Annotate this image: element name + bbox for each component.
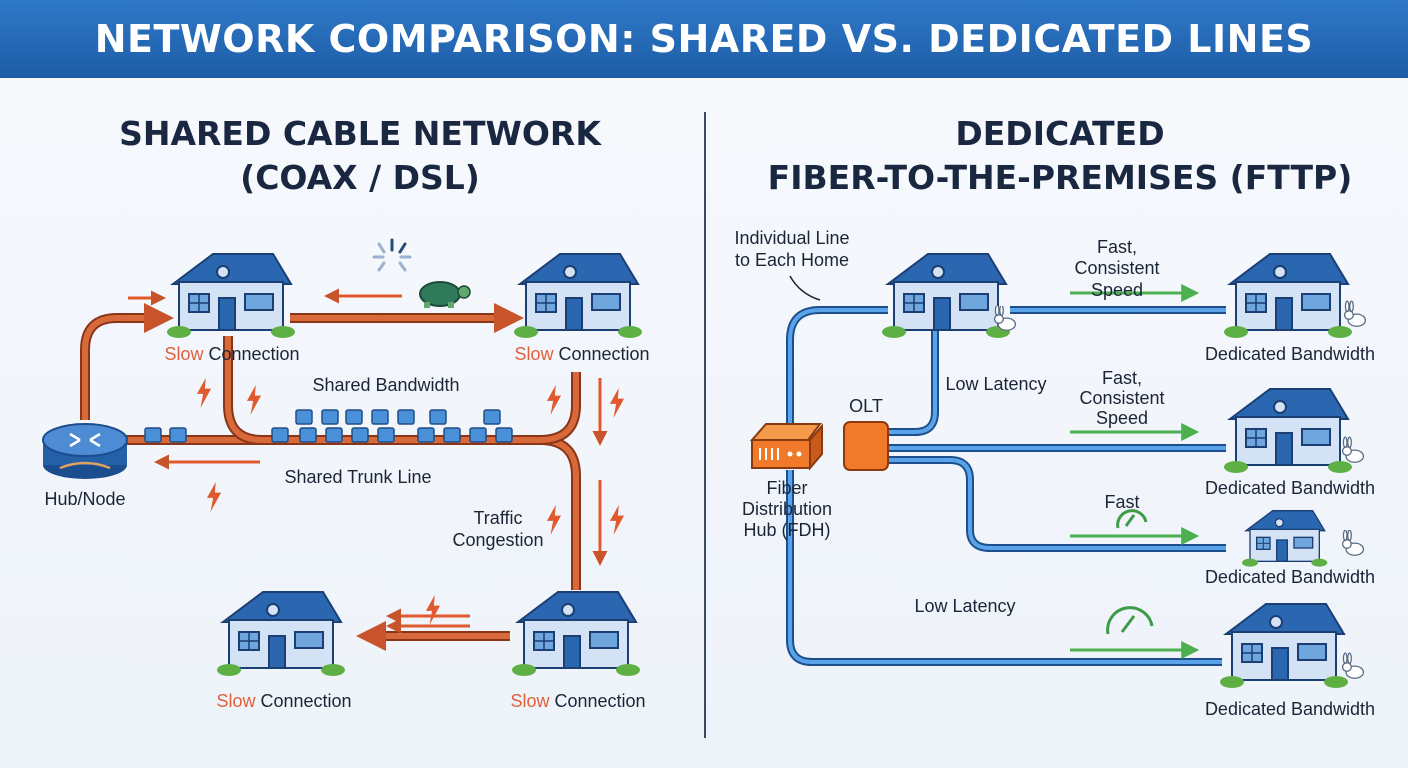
bolt-icon — [206, 482, 222, 512]
dedicated-bandwidth-label: Dedicated Bandwidth — [1205, 699, 1375, 719]
bolt-icon — [609, 505, 625, 535]
slow-connection-label: Slow Connection — [514, 344, 649, 364]
house-icon — [511, 591, 640, 677]
fast-consistent-line3: Speed — [1096, 408, 1148, 428]
dedicated-bandwidth-label: Dedicated Bandwidth — [1205, 344, 1375, 364]
right-title-line1: DEDICATED — [955, 114, 1165, 153]
rabbit-icon — [1341, 436, 1365, 464]
bolt-icon — [609, 388, 625, 418]
speedometer-icon — [1116, 509, 1148, 529]
left-section-title: SHARED CABLE NETWORK (COAX / DSL) — [60, 112, 660, 200]
olt-label: OLT — [849, 396, 883, 416]
speed-arrows — [1070, 284, 1200, 659]
dedicated-bandwidth-label: Dedicated Bandwidth — [1205, 478, 1375, 498]
individual-line-label-line1: Individual Line — [734, 228, 849, 248]
hub-node-label: Hub/Node — [44, 489, 125, 509]
title-banner: NETWORK COMPARISON: SHARED VS. DEDICATED… — [0, 0, 1408, 78]
low-latency-label: Low Latency — [945, 374, 1046, 394]
individual-line-pointer — [789, 275, 821, 301]
house-icon — [1223, 253, 1352, 339]
individual-line-label-line2: to Each Home — [735, 250, 849, 270]
speedometer-icon — [1106, 606, 1154, 635]
shared-bandwidth-label: Shared Bandwidth — [312, 375, 459, 395]
fdh-label-line2: Distribution — [742, 499, 832, 519]
bolt-icon — [196, 378, 212, 408]
loading-spinner-icon — [372, 238, 412, 272]
right-title-line2: FIBER-TO-THE-PREMISES (FTTP) — [767, 158, 1353, 197]
left-title-line2: (COAX / DSL) — [240, 158, 480, 197]
turtle-icon — [419, 281, 471, 308]
fdh-label-line1: Fiber — [766, 478, 807, 498]
slow-connection-label: Slow Connection — [216, 691, 351, 711]
fiber-lines — [786, 306, 1226, 666]
house-icon — [1219, 603, 1348, 689]
fast-consistent-line2: Consistent — [1074, 258, 1159, 278]
slow-connection-label: Slow Connection — [164, 344, 299, 364]
page-title: NETWORK COMPARISON: SHARED VS. DEDICATED… — [94, 17, 1314, 61]
fast-label: Fast — [1104, 492, 1139, 512]
hub-node-icon — [42, 423, 128, 479]
left-title-line1: SHARED CABLE NETWORK — [119, 114, 601, 153]
house-icon — [881, 253, 1010, 339]
fast-consistent-line1: Fast, — [1102, 368, 1142, 388]
traffic-congestion-line2: Congestion — [452, 530, 543, 550]
house-icon — [1223, 388, 1352, 474]
olt-icon — [843, 421, 889, 471]
house-icon — [216, 591, 345, 677]
fast-consistent-line2: Consistent — [1079, 388, 1164, 408]
low-latency-label: Low Latency — [914, 596, 1015, 616]
house-icon — [513, 253, 642, 339]
fiber-distribution-hub-icon — [749, 423, 823, 471]
slow-connection-label: Slow Connection — [510, 691, 645, 711]
house-icon — [1241, 509, 1329, 568]
bolt-icon — [246, 385, 262, 415]
bolt-icon — [546, 505, 562, 535]
fast-consistent-line1: Fast, — [1097, 237, 1137, 257]
fdh-label-line3: Hub (FDH) — [743, 520, 830, 540]
shared-cable-paths — [80, 303, 581, 651]
rabbit-icon — [1341, 652, 1365, 680]
bolt-icon — [425, 595, 441, 625]
shared-trunk-line-label: Shared Trunk Line — [284, 467, 431, 487]
rabbit-icon — [1341, 530, 1365, 556]
bolt-icon — [546, 385, 562, 415]
right-section-title: DEDICATED FIBER-TO-THE-PREMISES (FTTP) — [740, 112, 1380, 200]
house-icon — [166, 253, 295, 339]
traffic-congestion-line1: Traffic — [473, 508, 522, 528]
section-divider — [704, 112, 706, 738]
fast-consistent-line3: Speed — [1091, 280, 1143, 300]
data-packets — [144, 409, 513, 443]
dedicated-bandwidth-label: Dedicated Bandwidth — [1205, 567, 1375, 587]
traffic-arrows — [128, 288, 608, 634]
rabbit-icon — [1343, 300, 1367, 328]
